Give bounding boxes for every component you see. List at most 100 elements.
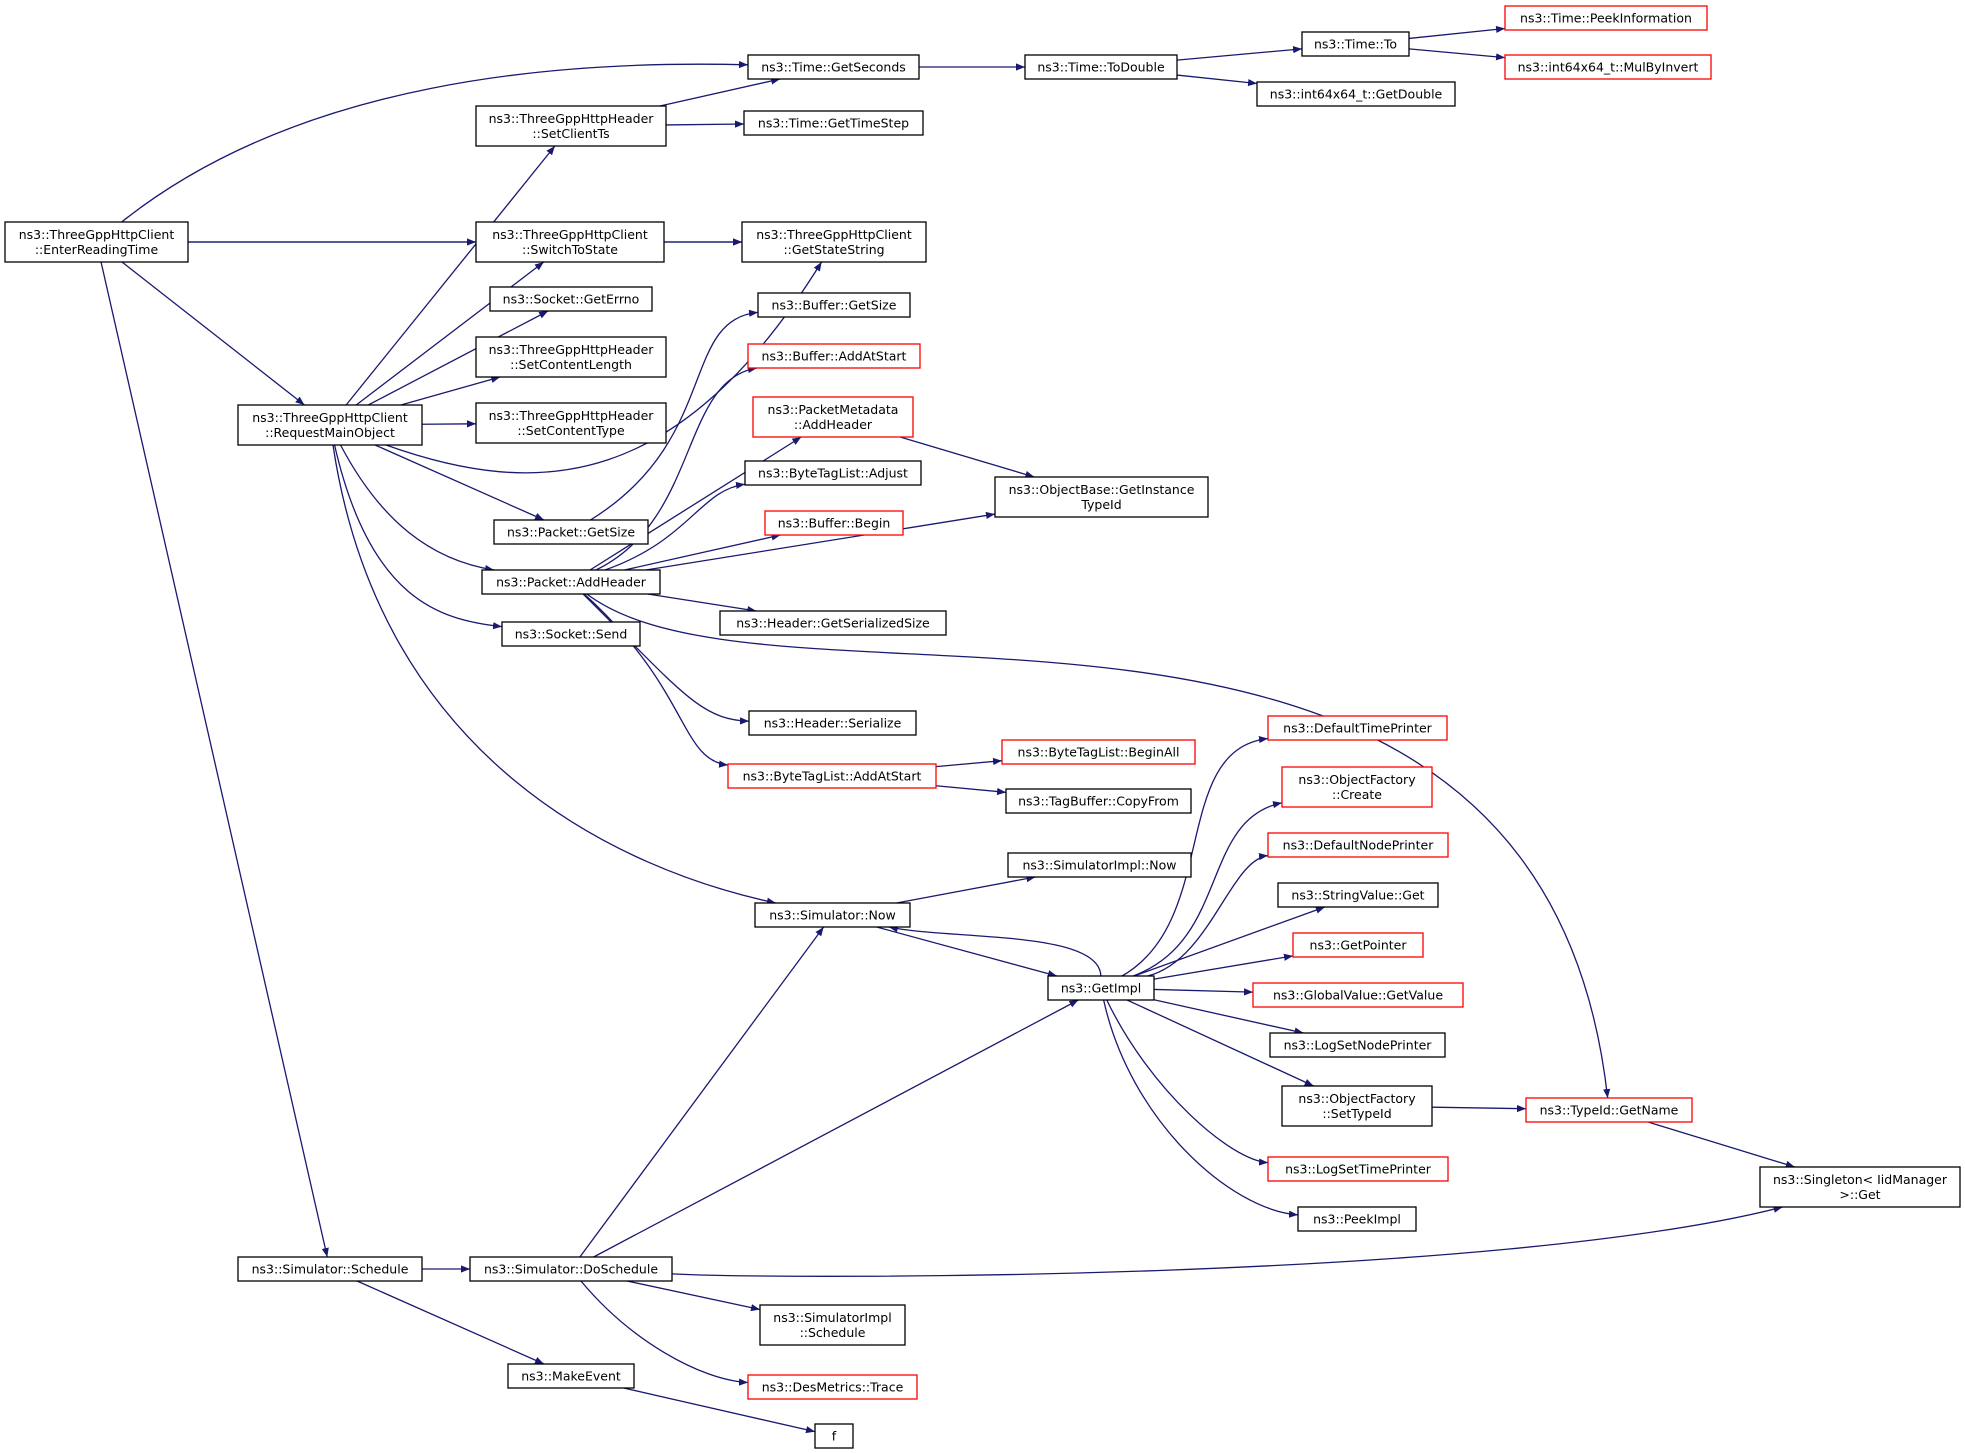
node-label: ns3::Simulator::Schedule (252, 1262, 409, 1277)
node-btladdatstart[interactable]: ns3::ByteTagList::AddAtStart (727, 763, 937, 789)
node-logsettimeprinter[interactable]: ns3::LogSetTimePrinter (1267, 1156, 1449, 1182)
node-btlbeginall[interactable]: ns3::ByteTagList::BeginAll (1001, 739, 1196, 765)
node-peekimpl[interactable]: ns3::PeekImpl (1297, 1206, 1417, 1232)
node-label: ns3::ByteTagList::Adjust (758, 466, 908, 481)
node-box (1252, 982, 1464, 1008)
node-label: ns3::Socket::Send (515, 627, 628, 642)
node-label: ns3::Socket::GetErrno (503, 292, 640, 307)
edge-simnow-to-getimpl (876, 926, 1058, 978)
node-simnow[interactable]: ns3::Simulator::Now (754, 902, 911, 928)
edge-btladdatstart-to-tagbufcopy (935, 785, 1007, 796)
node-simimplnow[interactable]: ns3::SimulatorImpl::Now (1007, 852, 1192, 878)
node-label: ns3::Packet::AddHeader (496, 575, 647, 590)
node-mulbyinvert[interactable]: ns3::int64x64_t::MulByInvert (1504, 54, 1712, 80)
node-box (237, 404, 423, 446)
node-todouble[interactable]: ns3::Time::ToDouble (1024, 54, 1178, 80)
node-sched[interactable]: ns3::Simulator::Schedule (237, 1256, 423, 1282)
node-switchstate[interactable]: ns3::ThreeGppHttpClient::SwitchToState (475, 221, 665, 263)
node-hdrserialsize[interactable]: ns3::Header::GetSerializedSize (719, 610, 947, 636)
edge-pktgetsize-to-bufgetsize (590, 309, 759, 521)
node-getstatestring[interactable]: ns3::ThreeGppHttpClient::GetStateString (741, 221, 927, 263)
node-ofsettypeid[interactable]: ns3::ObjectFactory::SetTypeId (1281, 1085, 1433, 1127)
node-label: ns3::Time::GetSeconds (761, 60, 906, 75)
node-box (1267, 1156, 1449, 1182)
node-timeto[interactable]: ns3::Time::To (1301, 31, 1410, 57)
node-logsetnodeprinter[interactable]: ns3::LogSetNodePrinter (1269, 1032, 1446, 1058)
node-label: ns3::Singleton< IidManager (1773, 1172, 1948, 1187)
edge-todouble-to-getdouble (1176, 74, 1258, 87)
node-singleton[interactable]: ns3::Singleton< IidManager >::Get (1759, 1166, 1961, 1208)
node-bufbegin[interactable]: ns3::Buffer::Begin (764, 510, 904, 536)
node-label: ns3::LogSetTimePrinter (1285, 1162, 1432, 1177)
node-getpointer[interactable]: ns3::GetPointer (1292, 932, 1424, 958)
node-layer: ns3::ThreeGppHttpClient::EnterReadingTim… (4, 5, 1961, 1449)
node-box (469, 1256, 673, 1282)
edge-getimpl-to-deftimeprinter (1121, 735, 1269, 977)
node-rmo[interactable]: ns3::ThreeGppHttpClient::RequestMainObje… (237, 404, 423, 446)
node-box (1047, 975, 1155, 1001)
node-pktaddheader[interactable]: ns3::Packet::AddHeader (481, 569, 661, 595)
node-label: ::SetContentType (517, 423, 625, 438)
node-label: ns3::GetImpl (1061, 981, 1141, 996)
node-label: ns3::Packet::GetSize (507, 525, 635, 540)
node-socksend[interactable]: ns3::Socket::Send (501, 621, 641, 647)
node-btladjust[interactable]: ns3::ByteTagList::Adjust (744, 460, 922, 486)
node-label: ns3::ThreeGppHttpClient (492, 227, 648, 242)
node-box (748, 710, 917, 736)
edge-pktaddheader-to-bufbegin (624, 533, 781, 571)
node-label: ::GetStateString (783, 242, 884, 257)
edge-rmo-to-setcontentlen (400, 375, 501, 406)
node-tagbufcopy[interactable]: ns3::TagBuffer::CopyFrom (1005, 788, 1192, 814)
node-peekinfo[interactable]: ns3::Time::PeekInformation (1504, 5, 1708, 31)
node-simimplschedule[interactable]: ns3::SimulatorImpl::Schedule (759, 1304, 906, 1346)
edge-rmo-to-socksend (333, 444, 503, 630)
node-label: ns3::PeekImpl (1313, 1212, 1401, 1227)
edge-getimpl-to-stringvalueget (1133, 906, 1326, 977)
node-label: ns3::LogSetNodePrinter (1284, 1038, 1433, 1053)
node-setcontentlen[interactable]: ns3::ThreeGppHttpHeader::SetContentLengt… (475, 336, 667, 378)
node-bufgetsize[interactable]: ns3::Buffer::GetSize (757, 292, 911, 318)
node-doschedule[interactable]: ns3::Simulator::DoSchedule (469, 1256, 673, 1282)
node-f[interactable]: f (814, 1423, 854, 1449)
edge-getimpl-to-ofcreate (1133, 801, 1283, 977)
edge-rmo-to-switchstate (355, 261, 545, 406)
node-label: ns3::ObjectFactory (1298, 1091, 1416, 1106)
node-label: ns3::Header::Serialize (764, 716, 902, 731)
node-label: ::Create (1332, 787, 1382, 802)
edge-pktaddheader-to-pmaddheader (589, 436, 802, 571)
node-ofcreate[interactable]: ns3::ObjectFactory::Create (1281, 766, 1433, 808)
node-label: ns3::ThreeGppHttpHeader (489, 408, 655, 423)
edge-getimpl-to-ofsettypeid (1126, 999, 1314, 1087)
node-getimpl[interactable]: ns3::GetImpl (1047, 975, 1155, 1001)
node-label: ::Schedule (800, 1325, 866, 1340)
node-deftimeprinter[interactable]: ns3::DefaultTimePrinter (1267, 715, 1448, 741)
node-box (1269, 1032, 1446, 1058)
node-typeidgetname[interactable]: ns3::TypeId::GetName (1525, 1097, 1693, 1123)
node-stringvalueget[interactable]: ns3::StringValue::Get (1277, 882, 1439, 908)
node-makeevent[interactable]: ns3::MakeEvent (507, 1363, 635, 1389)
node-box (1525, 1097, 1693, 1123)
node-label: ns3::Buffer::Begin (778, 516, 891, 531)
node-geterrno[interactable]: ns3::Socket::GetErrno (489, 286, 653, 312)
node-gettimestep[interactable]: ns3::Time::GetTimeStep (743, 110, 924, 136)
node-getsec[interactable]: ns3::Time::GetSeconds (747, 54, 920, 80)
node-defnodeprinter[interactable]: ns3::DefaultNodePrinter (1267, 832, 1449, 858)
node-getdouble[interactable]: ns3::int64x64_t::GetDouble (1256, 81, 1456, 107)
node-pktgetsize[interactable]: ns3::Packet::GetSize (493, 519, 649, 545)
edge-setclientts-to-getsec (659, 77, 781, 107)
edge-rmo-to-pktgetsize (374, 444, 545, 521)
edge-typeidgetname-to-singleton (1647, 1121, 1796, 1168)
node-pmaddheader[interactable]: ns3::PacketMetadata::AddHeader (752, 396, 914, 438)
node-bufaddatstart[interactable]: ns3::Buffer::AddAtStart (747, 343, 921, 369)
edge-getimpl-to-simnow (888, 925, 1102, 977)
node-globalvalue[interactable]: ns3::GlobalValue::GetValue (1252, 982, 1464, 1008)
node-box (1005, 788, 1192, 814)
node-setcontenttype[interactable]: ns3::ThreeGppHttpHeader::SetContentType (475, 402, 667, 444)
node-label: ns3::Simulator::Now (769, 908, 896, 923)
edge-getimpl-to-defnodeprinter (1147, 853, 1269, 977)
node-desmetrics[interactable]: ns3::DesMetrics::Trace (747, 1374, 918, 1400)
node-setclientts[interactable]: ns3::ThreeGppHttpHeader::SetClientTs (475, 105, 667, 147)
node-hdrserialize[interactable]: ns3::Header::Serialize (748, 710, 917, 736)
